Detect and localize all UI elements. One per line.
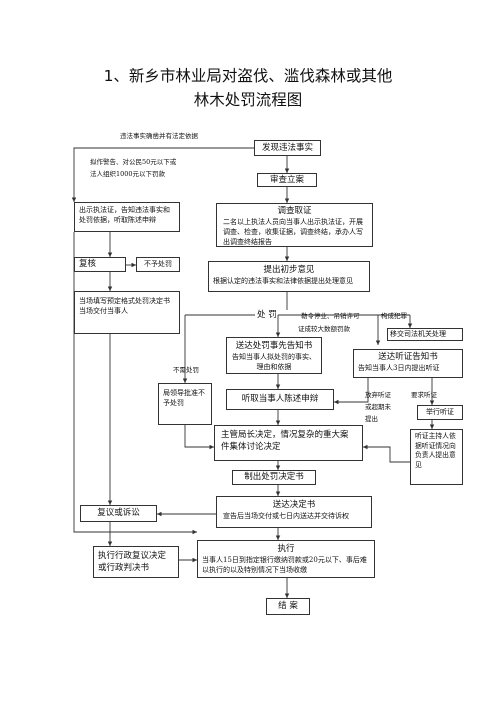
node-prior-notice: 送达处罚事先告知书 告知当事人拟处罚的事实、理由和依据 (226, 337, 322, 374)
node-investigate-title: 调查取证 (277, 206, 312, 216)
node-deliver-title: 送达决定书 (272, 500, 316, 510)
node-hearing-notice: 送达听证告知书 告知当事人3日内提出听证 (353, 349, 463, 378)
page-title: 1、新乡市林业局对盗伐、滥伐森林或其他 (103, 67, 393, 85)
node-prior-notice-body: 告知当事人拟处罚的事实、理由和依据 (232, 353, 316, 371)
node-punish-label: 处 罚 (257, 310, 277, 320)
node-hearing-notice-title: 送达听证告知书 (378, 352, 438, 362)
node-deliver-body: 宣告后当场交付或七日内送达并交待诉权 (223, 512, 349, 520)
label-request-hearing: 要求听证 (411, 391, 437, 399)
node-execute-title: 执行 (277, 544, 295, 554)
node-hold-hearing: 举行听证 (417, 405, 463, 420)
node-onsite: 当场填写预定格式处罚决定书当场交付当事人 (74, 291, 180, 334)
node-decision: 制出处罚决定书 (232, 470, 316, 485)
label-large-fine: 证成较大数额罚款 (298, 325, 350, 333)
node-hearing-host: 听证主持人依据听证情况向负责人提出意见 (410, 429, 463, 485)
node-director: 主管局长决定，情况复杂的重大案件集体讨论决定 (214, 425, 363, 461)
node-review: 复核 (74, 257, 126, 272)
label-simple-amount-2: 法人组织1000元以下罚款 (90, 170, 166, 178)
node-exec-ruling: 执行行政复议决定或行政判决书 (93, 546, 179, 578)
node-execute: 执行 当事人15日到指定银行缴纳罚款或20元以下、事后难以执行的以及特别情况下当… (197, 540, 375, 578)
node-proposal: 提出初步意见 根据认定的违法事实和法律依据提出处理意见 (208, 261, 370, 292)
label-crime: 构成犯罪 (381, 312, 407, 320)
node-hearing-notice-body: 告知当事人3日内提出听证 (358, 364, 440, 372)
node-no-punish-top: 不予处罚 (136, 257, 180, 272)
label-simple-amount-1: 拟作警告、对公民50元以下或 (90, 158, 177, 166)
label-waive-2: 或超期未 (365, 403, 391, 411)
node-deliver: 送达决定书 宣告后当场交付或七日内送达并交待诉权 (216, 496, 372, 528)
node-register: 审查立案 (257, 173, 317, 187)
node-notify-left: 出示执法证，告知违法事实和处罚依据，听取陈述申辩 (74, 202, 180, 232)
page-subtitle: 林木处罚流程图 (193, 91, 303, 109)
label-simple-basis: 违法事实确凿并有法定依据 (120, 132, 198, 140)
node-defense: 听取当事人陈述申辩 (226, 389, 334, 410)
label-waive-1: 放弃听证 (365, 391, 391, 399)
label-suspend: 勒令停业、吊销许可 (301, 312, 360, 320)
node-discover: 发现违法事实 (254, 140, 321, 156)
node-proposal-body: 根据认定的违法事实和法律依据提出处理意见 (213, 277, 353, 285)
node-prior-notice-title: 送达处罚事先告知书 (235, 341, 313, 351)
node-investigate: 调查取证 二名以上执法人员向当事人出示执法证，开展调查、检查，收集证据，调查终结… (216, 203, 373, 247)
node-proposal-title: 提出初步意见 (263, 265, 315, 275)
node-minor-no-punish: 局领导批准不予处罚 (158, 383, 212, 425)
label-waive-3: 提出 (365, 415, 378, 423)
node-appeal: 复议或诉讼 (80, 505, 157, 522)
node-investigate-body: 二名以上执法人员向当事人出示执法证，开展调查、检查，收集证据，调查终结，承办人写… (223, 218, 363, 246)
node-transfer: 移交司法机关处理 (387, 328, 463, 341)
node-execute-body: 当事人15日到指定银行缴纳罚款或20元以下、事后难以执行的以及特别情况下当场收缴 (202, 556, 367, 574)
label-not-punish: 不需处罚 (173, 366, 199, 374)
node-close: 结 案 (266, 598, 310, 615)
